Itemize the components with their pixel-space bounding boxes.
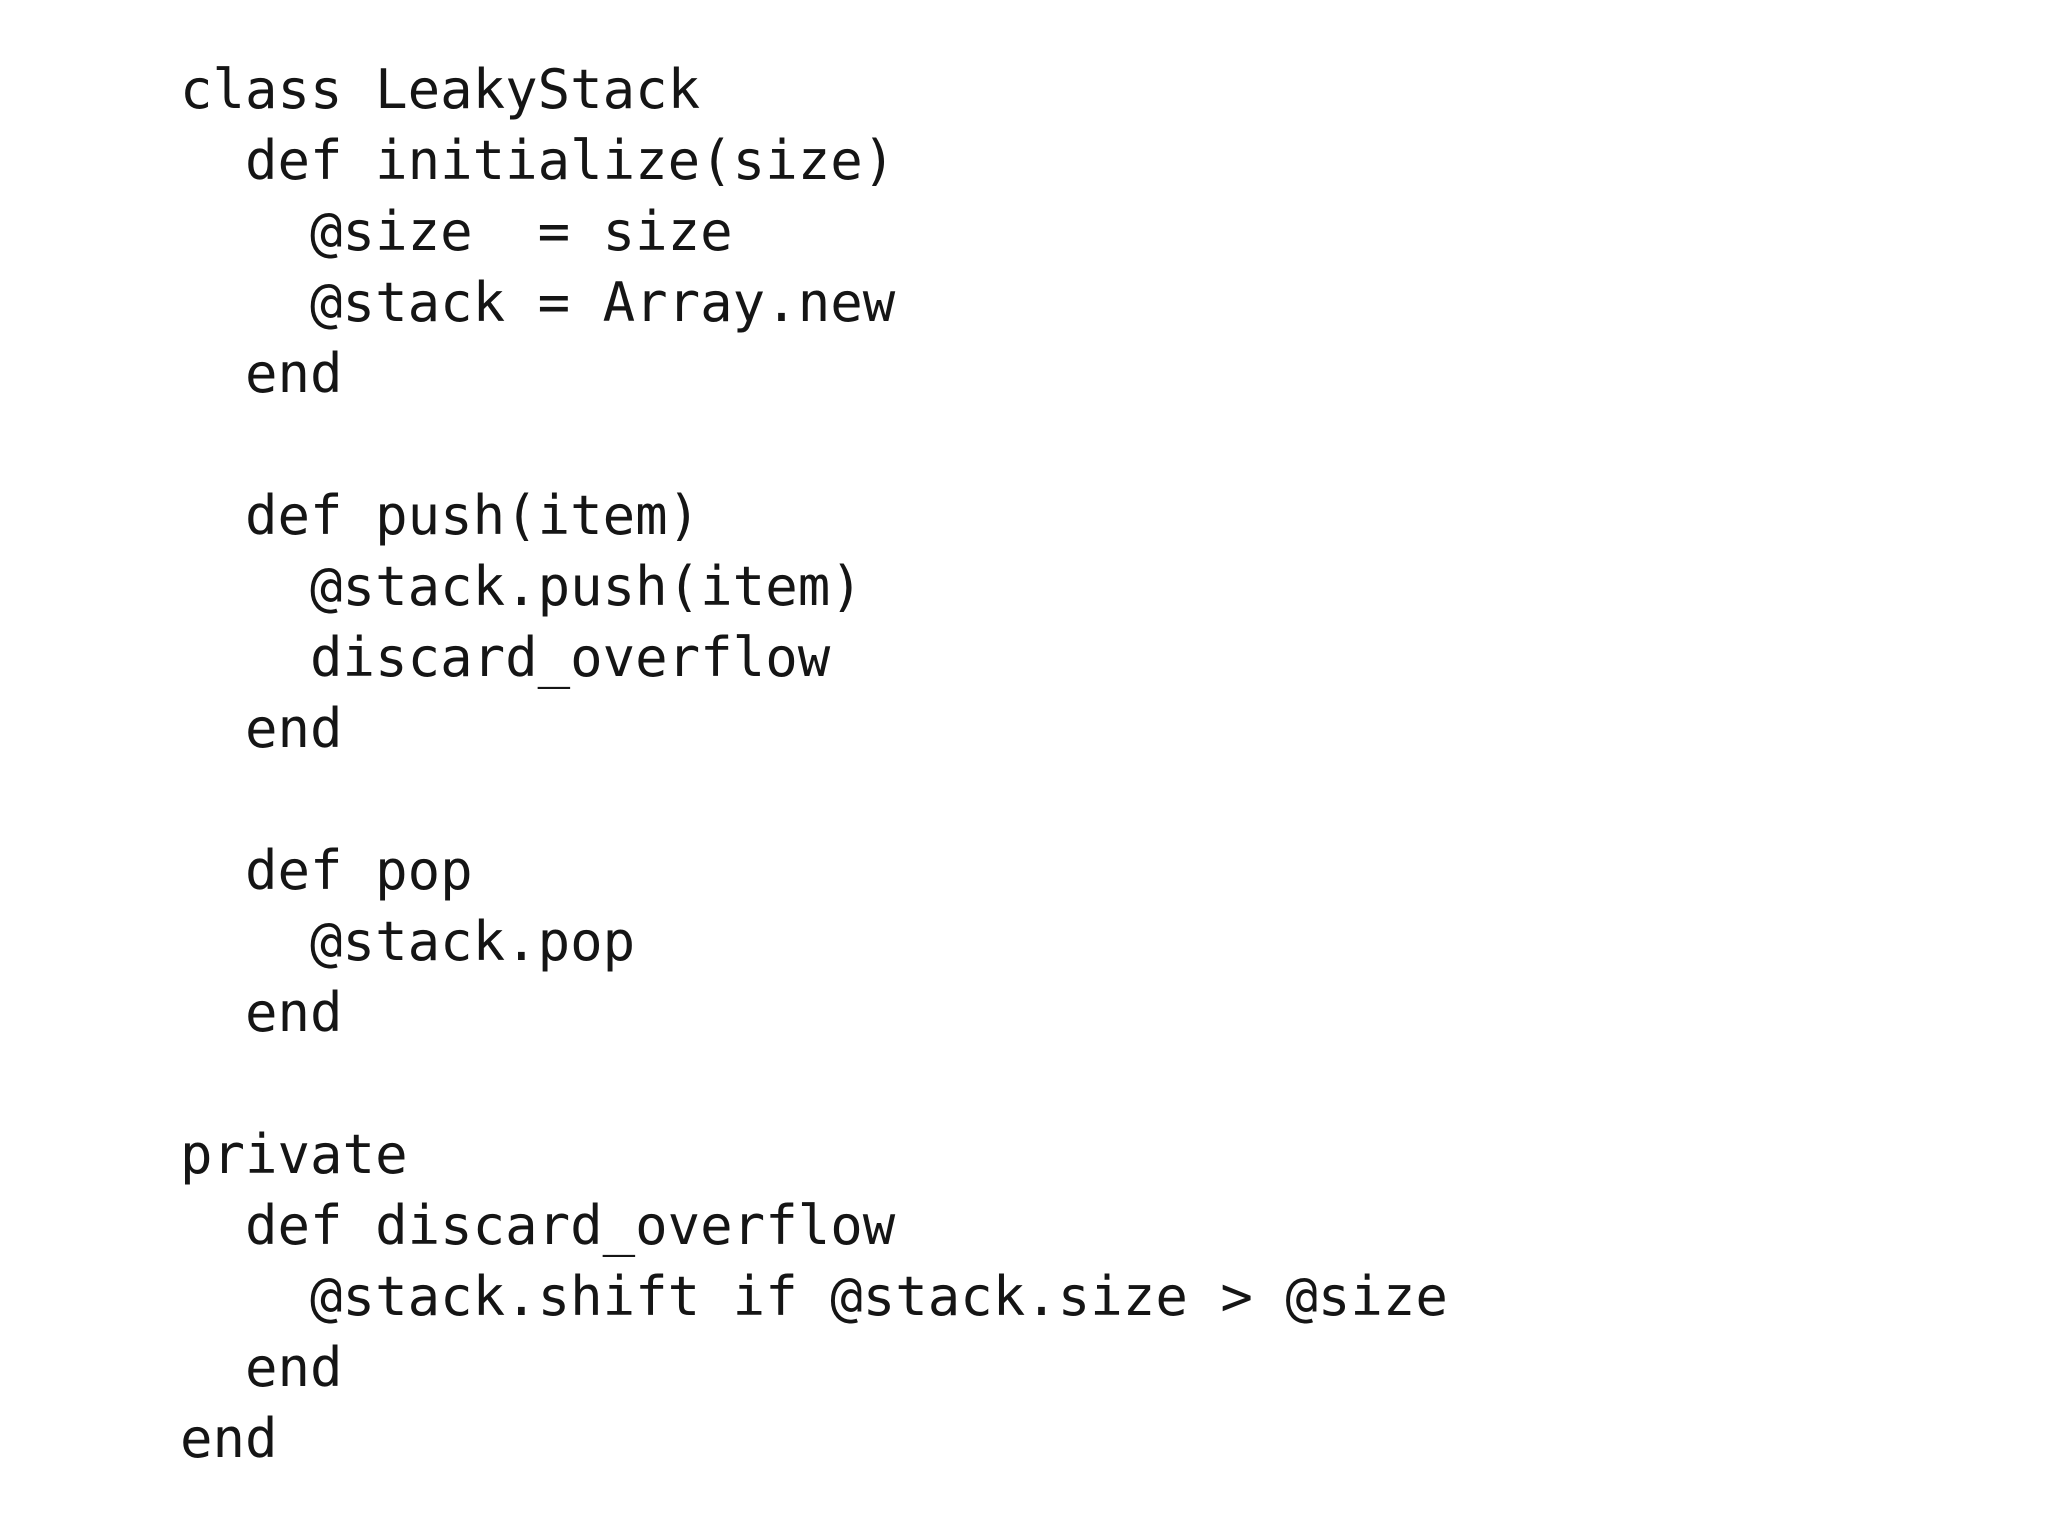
code-line: private [180,1123,408,1186]
code-line: def initialize(size) [180,129,896,192]
code-line: @stack.shift if @stack.size > @size [180,1265,1448,1328]
code-line: end [180,697,343,760]
code-line: discard_overflow [180,626,831,689]
code-line-blank [180,1048,1448,1119]
code-line: end [180,981,343,1044]
code-line: end [180,342,343,405]
code-listing: class LeakyStack def initialize(size) @s… [180,54,1448,1474]
code-line: end [180,1336,343,1399]
code-line-blank [180,764,1448,835]
code-line: def push(item) [180,484,701,547]
code-line: def discard_overflow [180,1194,896,1257]
code-line-blank [180,409,1448,480]
code-line: class LeakyStack [180,58,701,121]
code-line: @stack = Array.new [180,271,896,334]
code-line: @size = size [180,200,733,263]
code-line: @stack.push(item) [180,555,863,618]
code-line: end [180,1407,278,1470]
code-line: @stack.pop [180,910,636,973]
code-line: def pop [180,839,473,902]
